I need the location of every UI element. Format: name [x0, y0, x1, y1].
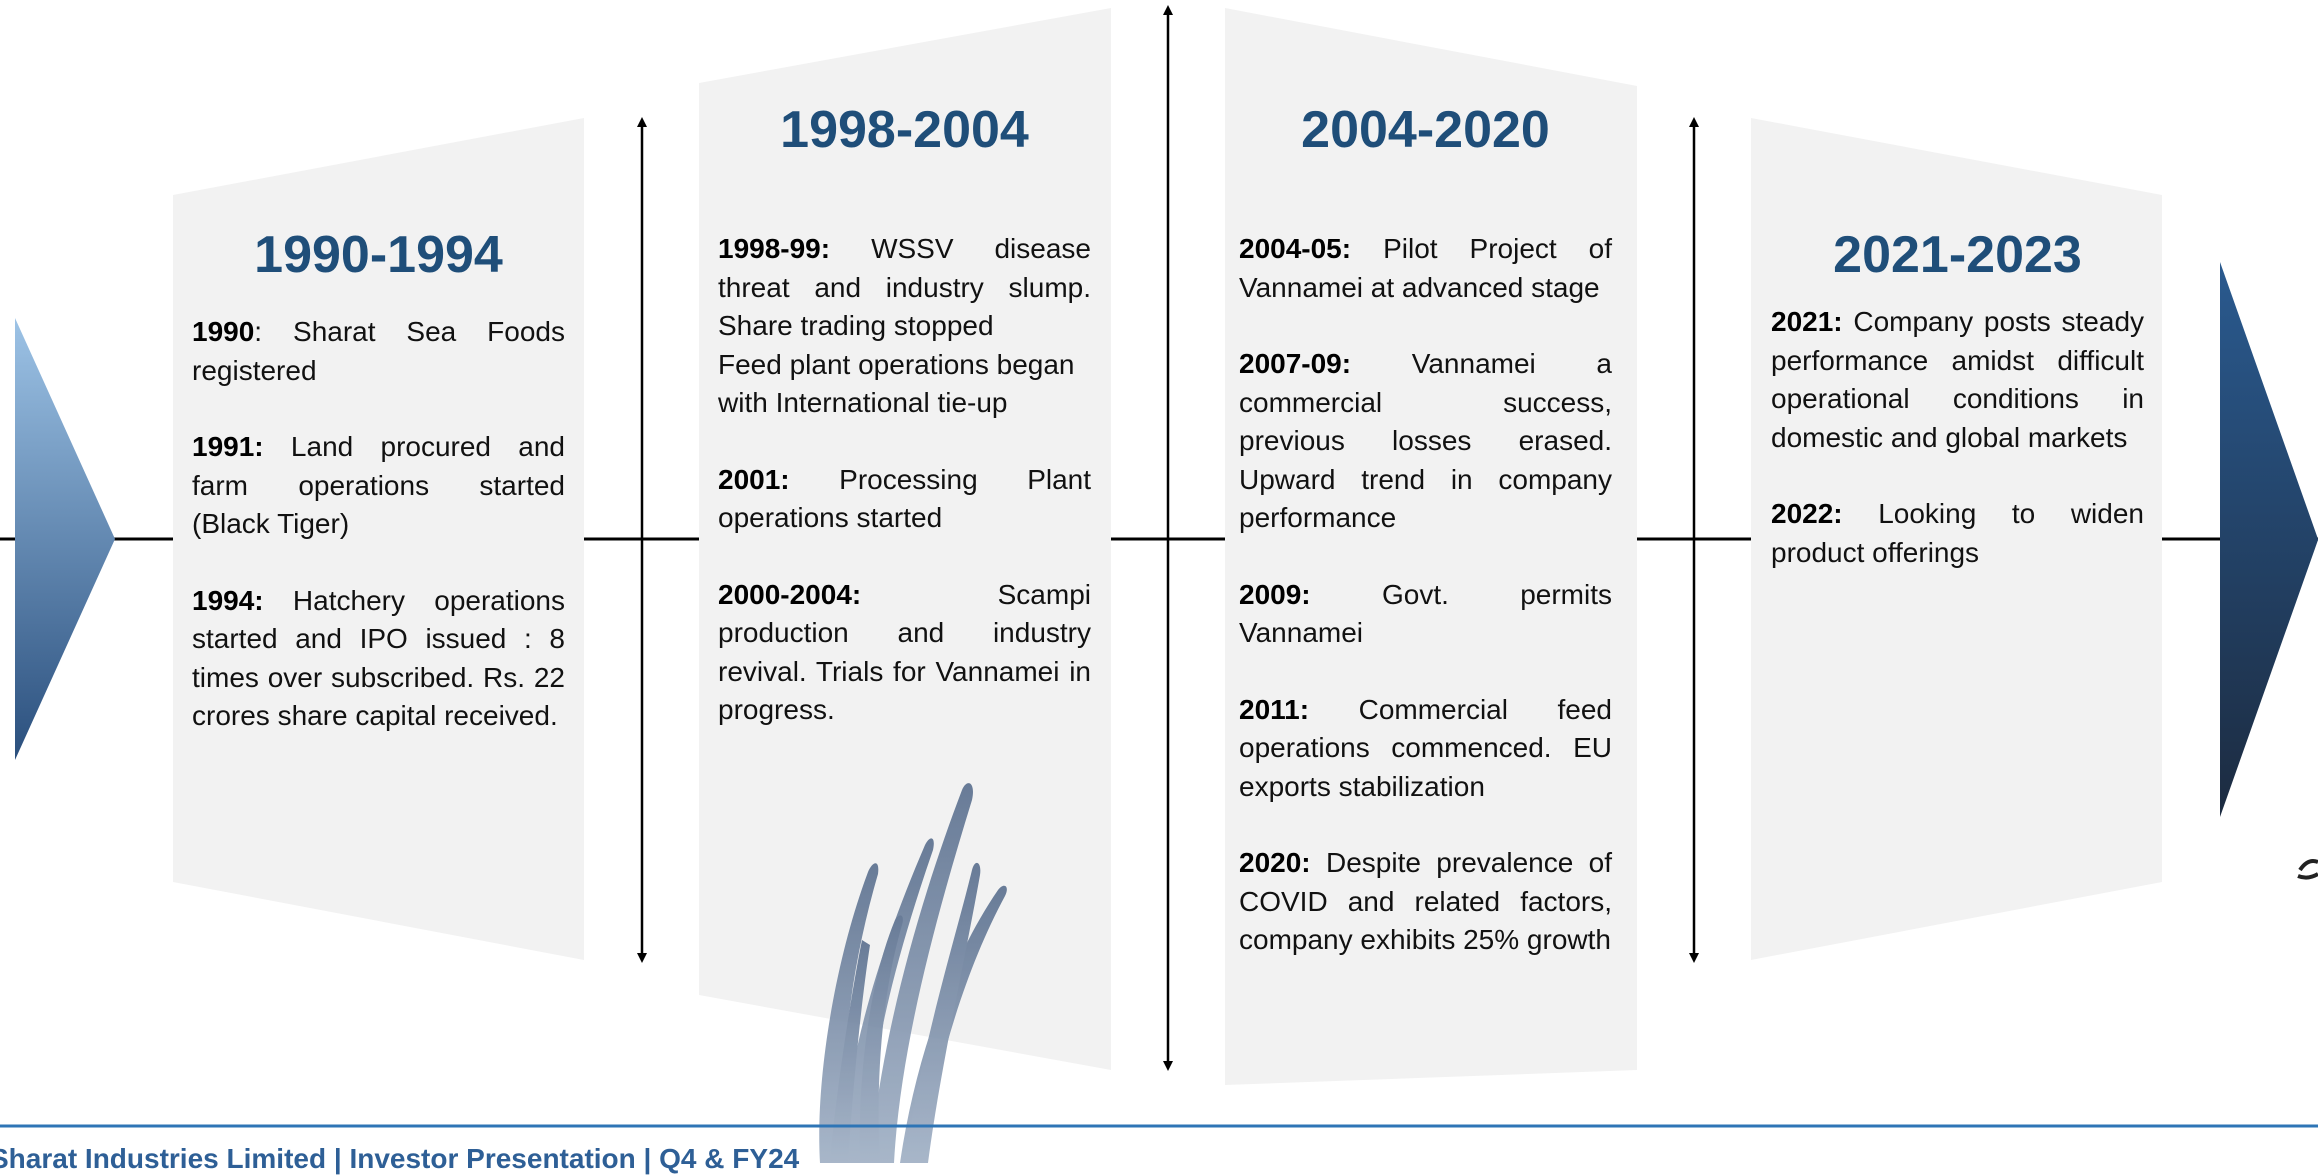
entry-text: Pilot Project of Vannamei at advanced st…: [1239, 233, 1612, 303]
entry-separator: [264, 431, 291, 462]
era-title: 1990-1994: [254, 226, 503, 284]
entry-separator: [1351, 348, 1412, 379]
timeline-entry: 2011: Commercial feed operations commenc…: [1239, 691, 1612, 807]
era-title: 2021-2023: [1833, 226, 2082, 284]
entry-text: Scampi production and industry revival. …: [718, 578, 1091, 726]
entry-separator: [1311, 847, 1326, 878]
entry-year: 2020:: [1239, 847, 1311, 878]
entry-text: Land procured and farm operations starte…: [192, 431, 566, 539]
era-panel-3: [1225, 8, 1637, 1085]
entry-year: 2000-2004:: [718, 578, 862, 610]
era-panel-1: [173, 118, 584, 960]
entry-year: 2004-05:: [1239, 233, 1352, 264]
entry-year: 2001:: [718, 463, 790, 495]
era-2021-2023: 2021-2023 2021: Company posts steady per…: [1771, 225, 2144, 610]
entry-separator: [1843, 498, 1879, 529]
entry-text: Vannamei a commercial success, previous …: [1239, 348, 1613, 533]
entry-year: 1998-99:: [718, 233, 831, 264]
timeline-entry: Feed plant operations began with Interna…: [718, 348, 1075, 419]
era-1990-1994: 1990-1994 1990: Sharat Sea Foods registe…: [192, 225, 565, 774]
footer-text: Sharat Industries Limited | Investor Pre…: [0, 1143, 800, 1174]
timeline-entry: 2007-09: Vannamei a commercial success, …: [1239, 345, 1612, 538]
timeline-entry: 2004-05: Pilot Project of Vannamei at ad…: [1239, 230, 1612, 307]
entry-separator: [1843, 306, 1854, 337]
era-1998-2004: 1998-2004 1998-99: WSSV disease threat a…: [718, 100, 1091, 768]
left-arrow-icon: [15, 318, 115, 760]
entry-separator: [830, 233, 871, 264]
entry-text: Looking to widen product offerings: [1771, 498, 2144, 568]
entry-year: 1990: [192, 316, 255, 347]
entry-separator: [264, 585, 293, 616]
brand-mark-icon: [2297, 859, 2318, 880]
seaweed-illustration: [819, 783, 1007, 1163]
entry-separator: [1309, 694, 1359, 725]
era-2004-2020: 2004-2020 2004-05: Pilot Project of Vann…: [1239, 100, 1612, 998]
timeline-entry: 2009: Govt. permits Vannamei: [1239, 576, 1612, 653]
era-panel-4: [1751, 118, 2162, 960]
timeline-entry: 2021: Company posts steady performance a…: [1771, 303, 2144, 457]
entry-separator: :: [254, 316, 294, 347]
entry-year: 1991:: [192, 431, 264, 462]
timeline-entry: 2020: Despite prevalence of COVID and re…: [1239, 844, 1612, 960]
era-title: 1998-2004: [780, 101, 1029, 159]
right-arrow-icon: [2220, 262, 2318, 817]
era-panel-2: [699, 8, 1111, 1070]
entry-text: Sharat Sea Foods registered: [192, 316, 566, 386]
entry-year: 2007-09:: [1239, 348, 1352, 379]
entry-year: 2022:: [1771, 498, 1843, 529]
timeline-entry: 2000-2004: Scampi production and industr…: [718, 576, 1091, 730]
timeline-entry: 2022: Looking to widen product offerings: [1771, 495, 2144, 572]
entry-year: 1994:: [192, 584, 264, 616]
entry-separator: [861, 579, 997, 610]
timeline-entry: 1990: Sharat Sea Foods registered: [192, 313, 565, 390]
entry-text: Processing Plant operations started: [718, 463, 1092, 534]
entry-text: Hatchery operations started and IPO issu…: [192, 584, 566, 732]
entry-text: Govt. permits Vannamei: [1239, 578, 1613, 649]
entry-year: 2011:: [1239, 693, 1310, 725]
entry-text: Commercial feed operations commenced. EU…: [1239, 693, 1612, 802]
timeline-entry: 1991: Land procured and farm operations …: [192, 428, 565, 544]
entry-separator: [790, 464, 840, 495]
entry-text: WSSV disease threat and industry slump. …: [718, 233, 1091, 341]
entry-year: 2021:: [1771, 306, 1843, 337]
era-title: 2004-2020: [1301, 101, 1550, 159]
entry-year: 2009:: [1239, 578, 1311, 610]
entry-separator: [1351, 233, 1383, 264]
entry-separator: [1311, 579, 1382, 610]
timeline-entry: 1994: Hatchery operations started and IP…: [192, 582, 565, 736]
timeline-entry: 1998-99: WSSV disease threat and industr…: [718, 230, 1091, 346]
entry-text: Company posts steady performance amidst …: [1771, 306, 2145, 453]
entry-text: Despite prevalence of COVID and related …: [1239, 847, 1613, 955]
timeline-entry: 2001: Processing Plant operations starte…: [718, 461, 1091, 538]
